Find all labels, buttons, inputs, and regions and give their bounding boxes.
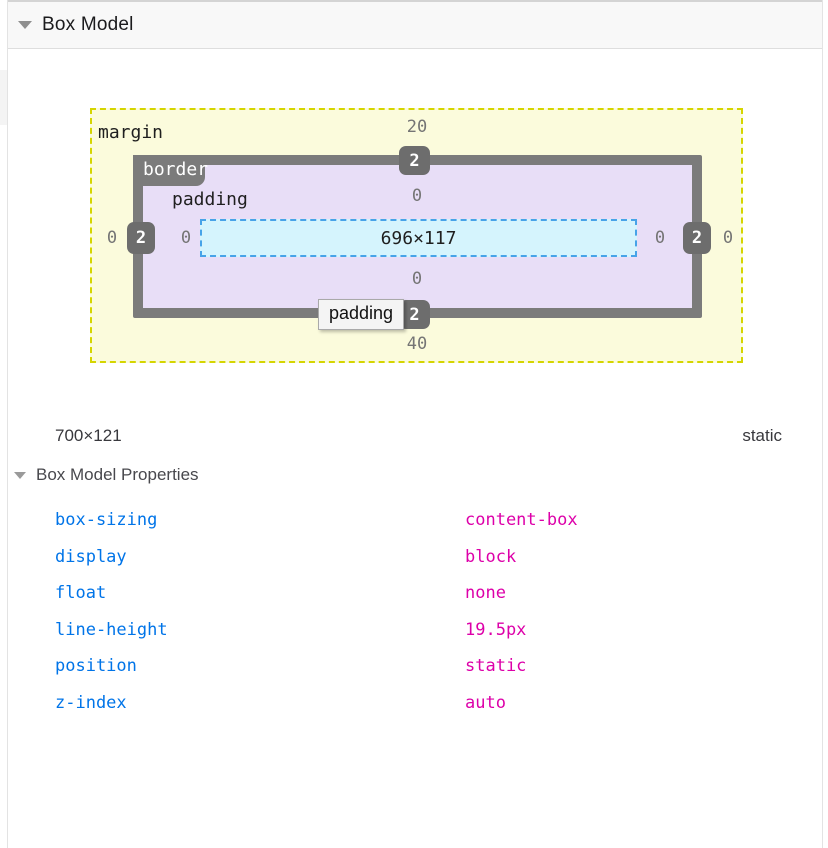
adjacent-panel-edge	[0, 70, 7, 125]
property-value: auto	[465, 692, 506, 713]
margin-right-value[interactable]: 0	[722, 228, 734, 248]
content-region[interactable]: 696×117	[200, 219, 637, 257]
padding-label: padding	[172, 189, 248, 210]
margin-region[interactable]: margin border padding 696×117 20 2 0 0 2…	[90, 108, 743, 363]
padding-left-value[interactable]: 0	[180, 228, 192, 248]
border-label: border	[133, 155, 208, 186]
content-size-label: 696×117	[380, 227, 457, 249]
border-top-value[interactable]: 2	[399, 146, 430, 175]
border-left-value[interactable]: 2	[127, 222, 155, 254]
property-row: box-sizing content-box	[55, 502, 775, 539]
property-value: block	[465, 546, 517, 567]
property-name: line-height	[55, 619, 168, 640]
panel-title: Box Model	[42, 14, 134, 35]
property-row: display block	[55, 539, 775, 576]
property-value: 19.5px	[465, 619, 527, 640]
property-row: line-height 19.5px	[55, 612, 775, 649]
property-name: z-index	[55, 692, 127, 713]
border-region[interactable]: border padding 696×117	[133, 155, 702, 318]
property-name: position	[55, 656, 137, 677]
padding-bottom-value[interactable]: 0	[411, 269, 423, 289]
element-position-label: static	[742, 426, 782, 445]
margin-left-value[interactable]: 0	[106, 228, 118, 248]
margin-bottom-value[interactable]: 40	[406, 334, 428, 354]
property-name: box-sizing	[55, 510, 158, 531]
property-value: content-box	[465, 510, 578, 531]
padding-right-value[interactable]: 0	[654, 228, 666, 248]
padding-top-value[interactable]: 0	[411, 186, 423, 206]
padding-region[interactable]: padding 696×117	[143, 165, 692, 308]
properties-list: box-sizing content-box display block flo…	[55, 502, 775, 721]
border-right-value[interactable]: 2	[683, 222, 711, 254]
box-model-header[interactable]: Box Model	[8, 0, 822, 49]
panel-left-border	[7, 0, 8, 848]
border-bottom-value[interactable]: 2	[399, 300, 430, 329]
property-name: display	[55, 546, 127, 567]
property-row: position static	[55, 648, 775, 685]
properties-section-title: Box Model Properties	[36, 465, 199, 484]
property-name: float	[55, 583, 107, 604]
panel-splitter[interactable]	[822, 0, 823, 848]
property-value: none	[465, 583, 506, 604]
property-value: static	[465, 656, 527, 677]
property-row: z-index auto	[55, 685, 775, 722]
margin-top-value[interactable]: 20	[406, 117, 428, 137]
chevron-down-icon[interactable]	[14, 471, 26, 479]
chevron-down-icon[interactable]	[18, 21, 32, 29]
padding-tooltip: padding	[318, 299, 405, 330]
margin-label: margin	[98, 122, 164, 143]
property-row: float none	[55, 575, 775, 612]
element-size-label: 700×121	[55, 426, 122, 445]
box-model-properties-header[interactable]: Box Model Properties	[14, 465, 199, 485]
